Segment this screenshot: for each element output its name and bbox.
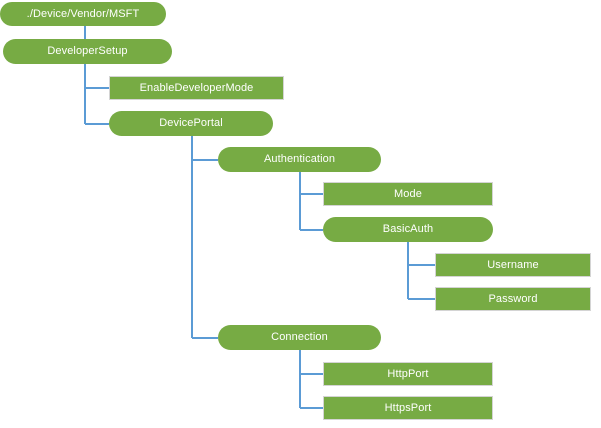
- node-label: Connection: [271, 331, 328, 343]
- node-password[interactable]: Password: [435, 287, 591, 311]
- node-httpport[interactable]: HttpPort: [323, 362, 493, 386]
- node-label: DevicePortal: [159, 117, 223, 129]
- node-label: Username: [487, 258, 539, 271]
- node-mode[interactable]: Mode: [323, 182, 493, 206]
- node-username[interactable]: Username: [435, 253, 591, 277]
- node-label: Mode: [394, 187, 422, 200]
- node-deviceportal[interactable]: DevicePortal: [109, 111, 273, 136]
- node-label: BasicAuth: [382, 223, 434, 235]
- node-label: Password: [488, 292, 538, 305]
- node-enabledevelopermode[interactable]: EnableDeveloperMode: [109, 76, 284, 100]
- node-label: EnableDeveloperMode: [139, 81, 254, 94]
- node-authentication[interactable]: Authentication: [218, 147, 381, 172]
- node-httpsport[interactable]: HttpsPort: [323, 396, 493, 420]
- node-label: HttpPort: [387, 367, 429, 380]
- node-label: ./Device/Vendor/MSFT: [26, 7, 140, 20]
- node-label: DeveloperSetup: [47, 45, 128, 57]
- node-basicauth[interactable]: BasicAuth: [323, 217, 493, 242]
- node-label: HttpsPort: [384, 401, 432, 414]
- node-root[interactable]: ./Device/Vendor/MSFT: [0, 2, 166, 26]
- node-connection[interactable]: Connection: [218, 325, 381, 350]
- node-label: Authentication: [263, 153, 336, 165]
- node-developersetup[interactable]: DeveloperSetup: [3, 39, 172, 64]
